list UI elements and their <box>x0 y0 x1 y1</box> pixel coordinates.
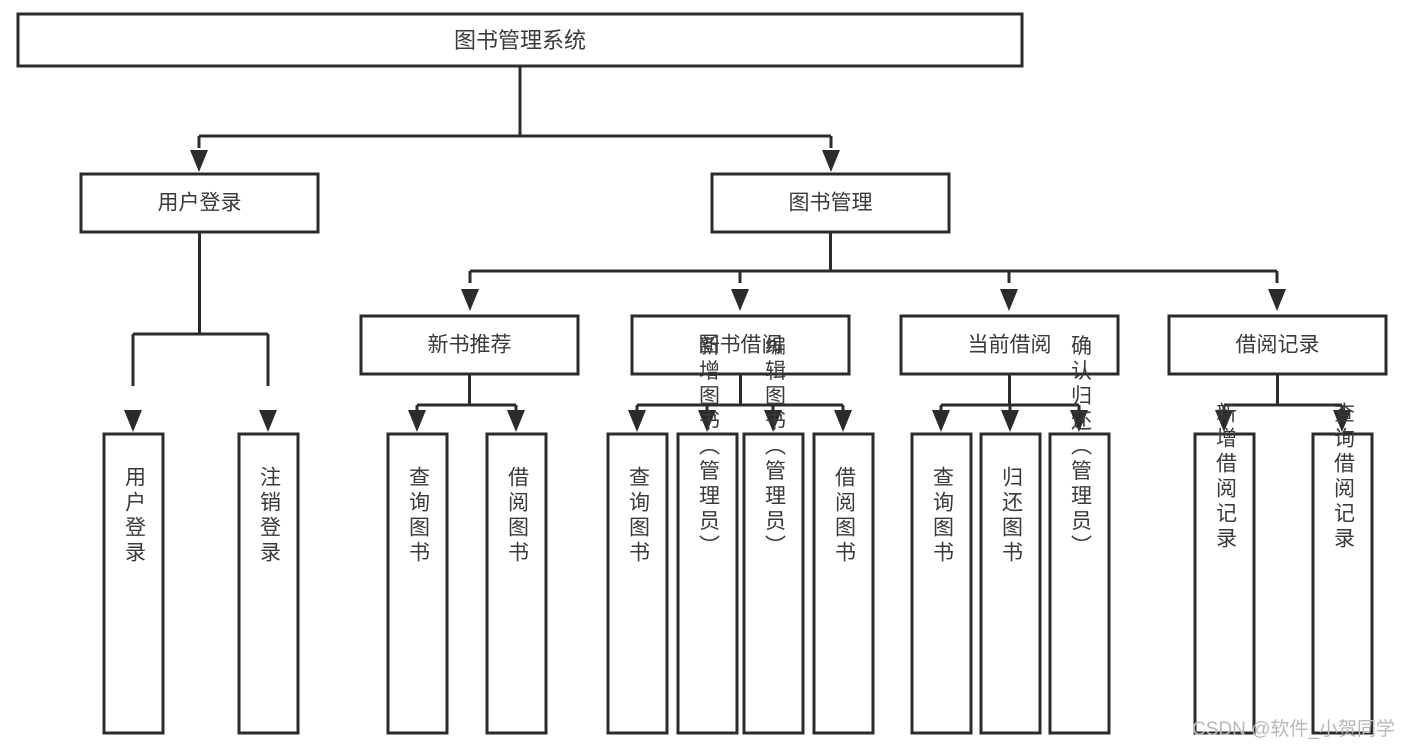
node-borrow-record[interactable]: 借阅记录 <box>1167 314 1388 376</box>
arrow-icon-user-login-leaf-2 <box>259 410 277 432</box>
leaf-user-login-1-box <box>102 432 165 735</box>
leaf-book-borrow-3-label: 编辑图书（管理员） <box>763 335 787 560</box>
leaf-book-borrow-1-box <box>606 432 669 735</box>
leaf-book-borrow-2-label: 新增图书（管理员） <box>697 335 721 560</box>
arrow-icon-cb-leaf-2 <box>1001 410 1019 432</box>
leaf-book-borrow-3[interactable]: 编辑图书（管理员） <box>742 335 805 735</box>
connector-new-book-recommend-to-leaves <box>415 374 518 412</box>
node-new-book-recommend-box <box>359 314 580 376</box>
leaf-user-login-2-box <box>237 432 300 735</box>
leaf-user-login-1-label: 用户登录 <box>123 466 147 566</box>
leaf-current-borrow-1[interactable]: 查询图书 <box>910 432 973 735</box>
node-book-manage-label: 图书管理 <box>789 192 873 215</box>
arrow-icon-cb-leaf-1 <box>932 410 950 432</box>
leaf-book-borrow-1-label: 查询图书 <box>627 466 651 566</box>
arrow-icon-to-book-manage <box>822 150 840 172</box>
node-root-box <box>16 12 1024 68</box>
leaf-current-borrow-3-box <box>1048 432 1111 735</box>
leaf-current-borrow-1-box <box>910 432 973 735</box>
node-user-login-box <box>79 172 320 234</box>
leaf-user-login-1[interactable]: 用户登录 <box>102 432 165 735</box>
leaf-borrow-record-2-box <box>1311 432 1374 735</box>
node-root-system[interactable]: 图书管理系统 <box>16 12 1024 68</box>
leaf-new-book-recommend-2-label: 借阅图书 <box>506 466 530 566</box>
connector-borrow-record-to-leaves <box>1222 374 1344 412</box>
leaf-borrow-record-2[interactable]: 查询借阅记录 <box>1311 402 1374 735</box>
arrow-icon-to-current-borrow <box>1000 289 1018 311</box>
node-root-label: 图书管理系统 <box>454 28 586 53</box>
arrow-icon-bb-leaf-1 <box>628 410 646 432</box>
leaf-book-borrow-1[interactable]: 查询图书 <box>606 432 669 735</box>
node-current-borrow[interactable]: 当前借阅 <box>899 314 1120 376</box>
node-borrow-record-label: 借阅记录 <box>1236 334 1320 357</box>
arrow-icon-bb-leaf-4 <box>834 410 852 432</box>
connector-book-borrow-to-leaves <box>635 374 845 412</box>
leaf-book-borrow-4-box <box>812 432 875 735</box>
connector-current-borrow-to-leaves <box>939 374 1081 412</box>
leaf-new-book-recommend-1[interactable]: 查询图书 <box>386 432 449 735</box>
leaf-borrow-record-1-label: 新增借阅记录 <box>1214 402 1238 552</box>
leaf-book-borrow-2[interactable]: 新增图书（管理员） <box>676 335 739 735</box>
leaf-current-borrow-2-box <box>979 432 1042 735</box>
leaf-user-login-2[interactable]: 注销登录 <box>237 432 300 735</box>
leaf-current-borrow-2-label: 归还图书 <box>1000 466 1024 566</box>
node-book-manage[interactable]: 图书管理 <box>710 172 951 234</box>
node-current-borrow-label: 当前借阅 <box>968 334 1052 357</box>
arrow-icon-user-login-leaf-1 <box>124 410 142 432</box>
node-new-book-recommend-label: 新书推荐 <box>428 334 512 357</box>
leaf-current-borrow-3-label: 确认归还（管理员） <box>1069 335 1093 560</box>
leaf-book-borrow-2-box <box>676 432 739 735</box>
leaf-book-borrow-4-label: 借阅图书 <box>833 466 857 566</box>
node-new-book-recommend[interactable]: 新书推荐 <box>359 314 580 376</box>
connector-book-manage-to-level3 <box>468 232 1279 283</box>
node-current-borrow-box <box>899 314 1120 376</box>
arrow-icon-nbr-leaf-2 <box>507 410 525 432</box>
leaf-current-borrow-1-label: 查询图书 <box>931 466 955 566</box>
leaf-borrow-record-1[interactable]: 新增借阅记录 <box>1193 402 1256 735</box>
leaf-new-book-recommend-1-label: 查询图书 <box>407 466 431 566</box>
arrow-icon-to-borrow-record <box>1268 289 1286 311</box>
leaf-new-book-recommend-2[interactable]: 借阅图书 <box>485 432 548 735</box>
leaf-book-borrow-3-box <box>742 432 805 735</box>
node-book-borrow[interactable]: 图书借阅 <box>630 314 851 376</box>
leaf-borrow-record-1-box <box>1193 432 1256 735</box>
leaf-new-book-recommend-2-box <box>485 432 548 735</box>
leaf-user-login-2-label: 注销登录 <box>258 466 282 566</box>
arrow-icon-to-new-book-recommend <box>461 289 479 311</box>
leaf-new-book-recommend-1-box <box>386 432 449 735</box>
arrow-icon-to-book-borrow <box>731 289 749 311</box>
leaf-book-borrow-4[interactable]: 借阅图书 <box>812 432 875 735</box>
connector-user-login-to-leaves <box>131 232 270 386</box>
leaf-current-borrow-2[interactable]: 归还图书 <box>979 432 1042 735</box>
leaf-current-borrow-3[interactable]: 确认归还（管理员） <box>1048 335 1111 735</box>
arrow-icon-to-user-login <box>190 150 208 172</box>
node-user-login-label: 用户登录 <box>158 192 242 215</box>
node-user-login[interactable]: 用户登录 <box>79 172 320 234</box>
node-book-borrow-label: 图书借阅 <box>699 334 783 357</box>
arrow-icon-nbr-leaf-1 <box>408 410 426 432</box>
leaf-borrow-record-2-label: 查询借阅记录 <box>1332 402 1356 552</box>
connector-root-to-level2 <box>197 66 833 148</box>
